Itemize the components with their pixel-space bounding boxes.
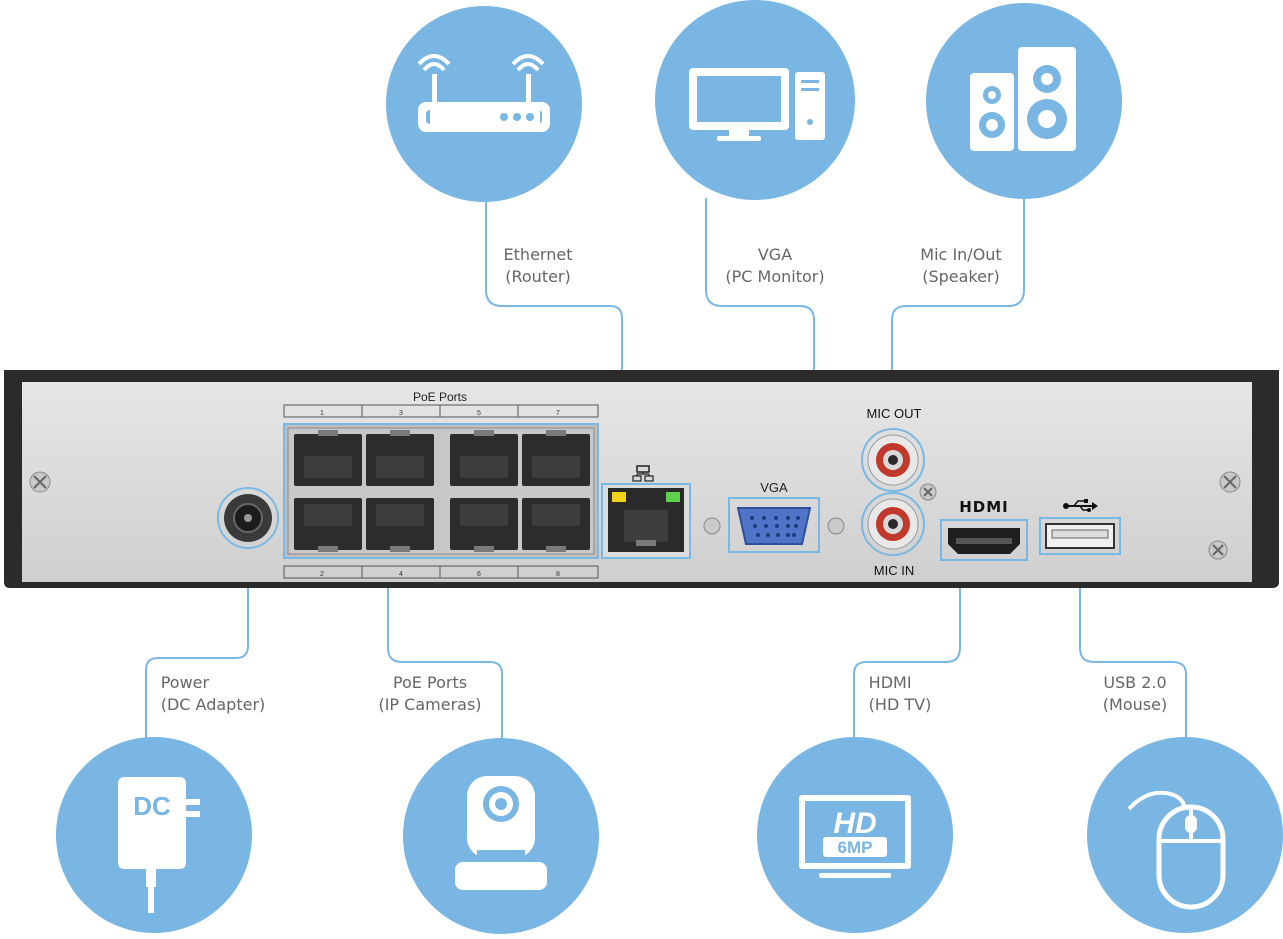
vga-caption-line1: VGA — [757, 245, 793, 264]
vga-bubble — [655, 0, 855, 200]
6mp-badge-text: 6MP — [838, 838, 873, 857]
poe-port-1 — [294, 430, 362, 486]
hd-tv-icon: HD 6MP — [799, 795, 911, 878]
mic-in-jack — [861, 492, 925, 556]
port-number-2: 2 — [320, 571, 324, 578]
poe-port-7 — [522, 430, 590, 486]
power-caption: Power (DC Adapter) — [161, 672, 266, 716]
usb-caption: USB 2.0 (Mouse) — [1103, 672, 1167, 716]
port-number-7: 7 — [556, 410, 560, 417]
mic-caption-line1: Mic In/Out — [920, 245, 1002, 264]
mic-out-label: MIC OUT — [867, 406, 922, 421]
usb-icon — [1063, 499, 1098, 512]
dc-badge-text: DC — [133, 791, 171, 821]
screw-icon — [29, 471, 51, 493]
ethernet-bubble — [386, 6, 582, 202]
port-number-4: 4 — [399, 571, 403, 578]
hdmi-line — [853, 552, 961, 740]
speaker-icon — [970, 47, 1076, 151]
power-bubble: DC — [56, 737, 252, 933]
usb-caption-line1: USB 2.0 — [1103, 673, 1167, 692]
ethernet-caption: Ethernet (Router) — [504, 244, 573, 288]
poe-caption-line1: PoE Ports — [392, 673, 468, 692]
port-number-6: 6 — [477, 571, 481, 578]
vga-caption-line2: (PC Monitor) — [725, 267, 825, 286]
usb-caption-line2: (Mouse) — [1102, 695, 1168, 714]
network-icon — [632, 465, 654, 482]
poe-line — [387, 560, 503, 740]
poe-bubble — [403, 738, 599, 934]
hdmi-caption-line1: HDMI — [868, 673, 912, 692]
port-number-5: 5 — [477, 410, 481, 417]
hdmi-logo: HDMI — [959, 498, 1009, 516]
link-led — [612, 492, 626, 502]
mic-in-label: MIC IN — [874, 563, 914, 578]
poe-ports-title: PoE Ports — [413, 390, 467, 404]
poe-port-8 — [522, 498, 590, 552]
ip-camera-icon — [455, 776, 547, 890]
hdmi-bubble: HD 6MP — [757, 737, 953, 933]
poe-port-5 — [450, 430, 518, 486]
router-icon — [417, 54, 550, 132]
screw-icon — [1208, 540, 1228, 560]
nvr-rear-panel: PoE Ports 1 3 5 7 2 4 6 8 — [4, 370, 1279, 588]
vga-port — [703, 497, 845, 553]
ethernet-line — [485, 200, 623, 484]
poe-port-6 — [450, 498, 518, 552]
screw-icon — [919, 483, 937, 501]
vga-label: VGA — [760, 480, 788, 495]
screw-icon — [1219, 471, 1241, 493]
poe-caption-line2: (IP Cameras) — [378, 695, 482, 714]
port-number-1: 1 — [320, 410, 324, 417]
poe-port-4 — [366, 498, 434, 552]
power-line — [145, 540, 249, 740]
vga-caption: VGA (PC Monitor) — [725, 244, 824, 288]
poe-caption: PoE Ports (IP Cameras) — [378, 672, 481, 716]
ethernet-caption-line2: (Router) — [505, 267, 571, 286]
power-jack — [217, 487, 279, 549]
hd-badge-text: HD — [833, 807, 876, 840]
hdmi-caption-line2: (HD TV) — [868, 695, 932, 714]
mic-out-jack — [861, 428, 925, 492]
usb-bubble — [1087, 737, 1283, 933]
poe-port-2 — [294, 498, 362, 552]
vga-line — [705, 198, 815, 498]
poe-port-3 — [366, 430, 434, 486]
usb-line — [1079, 552, 1187, 740]
ethernet-port — [601, 483, 691, 559]
mic-caption: Mic In/Out (Speaker) — [920, 244, 1001, 288]
hdmi-port — [940, 519, 1028, 561]
mouse-icon — [1127, 790, 1226, 910]
mic-caption-line2: (Speaker) — [922, 267, 1000, 286]
port-number-3: 3 — [399, 410, 403, 417]
mic-line — [891, 196, 1025, 430]
pc-monitor-icon — [689, 68, 825, 141]
usb-port — [1039, 517, 1121, 555]
hdmi-caption: HDMI (HD TV) — [869, 672, 932, 716]
activity-led — [666, 492, 680, 502]
ethernet-caption-line1: Ethernet — [503, 245, 573, 264]
dc-adapter-icon: DC — [118, 777, 200, 913]
power-caption-line1: Power — [160, 673, 210, 692]
power-caption-line2: (DC Adapter) — [160, 695, 266, 714]
port-number-8: 8 — [556, 571, 560, 578]
mic-bubble — [926, 3, 1122, 199]
